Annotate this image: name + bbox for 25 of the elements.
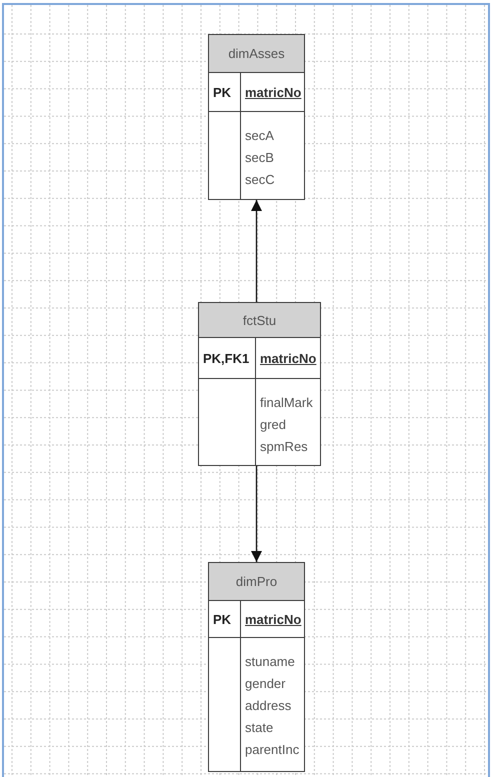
table-name: dimPro <box>236 574 278 589</box>
attribute: gender <box>245 675 286 693</box>
arrow <box>251 466 262 562</box>
entity-table <box>198 302 321 466</box>
attribute: state <box>245 719 274 737</box>
attribute: secA <box>245 127 274 145</box>
arrow <box>251 200 262 302</box>
attribute: finalMark <box>260 394 313 412</box>
attribute: spmRes <box>260 438 308 456</box>
attribute: parentInc <box>245 741 300 759</box>
attribute: secB <box>245 149 274 167</box>
key-label: PK,FK1 <box>203 350 250 366</box>
attribute: stuname <box>245 653 295 671</box>
attribute: address <box>245 697 292 715</box>
attribute: gred <box>260 416 286 434</box>
key-field: matricNo <box>245 612 302 626</box>
key-field: matricNo <box>260 350 316 366</box>
entity-table <box>208 562 305 772</box>
key-field: matricNo <box>245 84 302 100</box>
entity-table <box>208 34 305 200</box>
attribute: secC <box>245 171 275 189</box>
key-label: PK <box>213 612 232 626</box>
table-name: fctStu <box>242 312 276 328</box>
key-label: PK <box>213 84 232 100</box>
table-name: dimAsses <box>228 46 285 61</box>
